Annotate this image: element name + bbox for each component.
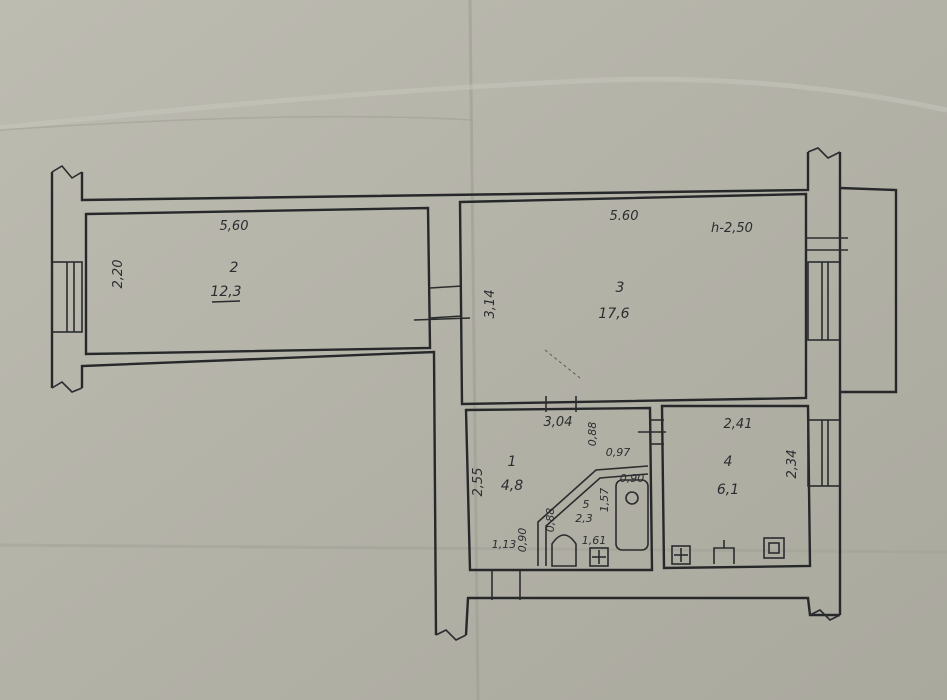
bath-dim-7: 0,90 <box>516 528 529 553</box>
room-2-width: 5,60 <box>220 219 249 234</box>
room-1 <box>464 406 654 572</box>
room-3 <box>458 192 808 406</box>
paper-fold-horizontal <box>0 543 947 554</box>
windows <box>51 237 848 487</box>
room-2 <box>84 206 432 356</box>
room-3-area: 17,6 <box>598 306 629 322</box>
room-3-depth: 3,14 <box>483 290 498 319</box>
labels: 5,60 2,20 2 12,3 5.60 h-2,50 3,14 3 17,6… <box>111 209 800 552</box>
stove <box>763 537 785 559</box>
room-4-width: 2,41 <box>724 417 753 432</box>
fixtures <box>551 479 785 567</box>
room-5-number: 5 <box>583 498 590 511</box>
room-2-depth: 2,20 <box>111 260 126 289</box>
sink <box>589 547 609 567</box>
bathtub <box>615 479 649 551</box>
balcony <box>839 186 898 394</box>
window-room-4 <box>807 419 841 487</box>
paper-crease-shadow <box>0 115 471 131</box>
room-1-depth: 2,55 <box>471 468 486 497</box>
bath-dim-1: 0,88 <box>586 422 599 447</box>
outer-walls <box>50 147 842 641</box>
room-4-number: 4 <box>724 454 733 470</box>
toilet <box>551 534 577 567</box>
bath-dim-8: 1,13 <box>492 538 517 551</box>
paper-fold-vertical <box>468 0 480 700</box>
room-3-height: h-2,50 <box>711 221 753 236</box>
paper-crease-top <box>0 76 947 131</box>
kitchen-sink <box>671 545 691 565</box>
bath-dim-5: 0,88 <box>544 508 557 533</box>
bath-dim-2: 0,97 <box>606 446 631 459</box>
room-2-number: 2 <box>230 260 239 276</box>
room-4-area: 6,1 <box>717 482 739 498</box>
room-5-area: 2,3 <box>575 512 593 525</box>
window-room-3 <box>807 261 841 341</box>
room-4-depth: 2,34 <box>785 450 800 479</box>
bathroom-partition <box>537 465 649 566</box>
doorways <box>413 285 666 600</box>
bath-dim-6: 1,61 <box>582 534 607 547</box>
bath-dim-3: 0,90 <box>620 472 645 485</box>
room-1-area: 4,8 <box>501 478 523 494</box>
room-2-area: 12,3 <box>210 284 241 300</box>
room-1-number: 1 <box>508 454 517 470</box>
room-1-width: 3,04 <box>544 415 573 430</box>
room-3-number: 3 <box>616 280 625 296</box>
room-3-width: 5.60 <box>610 209 639 224</box>
room-4 <box>660 404 812 570</box>
bath-dim-4: 1,57 <box>598 488 611 513</box>
